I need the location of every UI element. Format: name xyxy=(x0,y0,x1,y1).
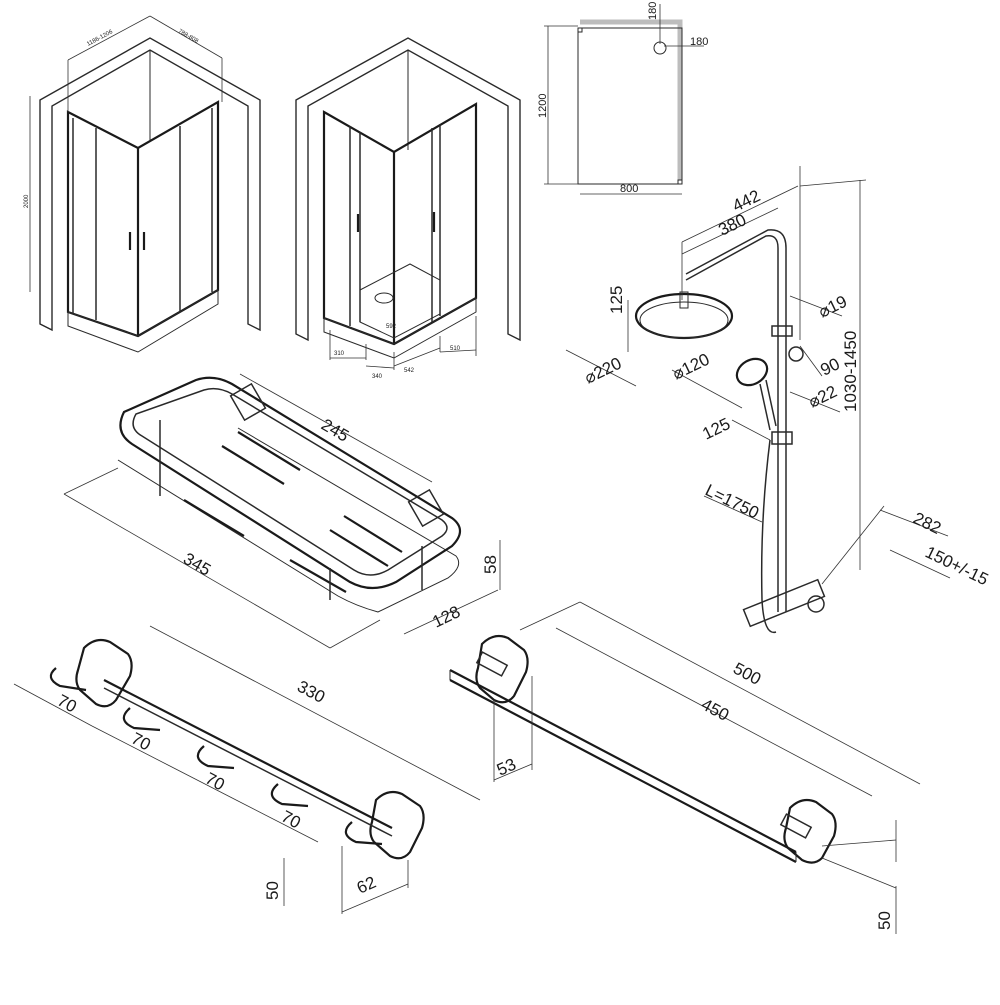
tray-seg-310-label: 310 xyxy=(334,351,345,357)
head-drop-label: 125 xyxy=(607,286,626,314)
plan-depth-label: 1200 xyxy=(537,94,549,118)
shower-enclosure-front-view: 1186-1206 788-808 2000 xyxy=(24,15,261,353)
rail-diameter-label: ⌀19 xyxy=(815,292,850,322)
hook-rail-drawing: 330 70 70 70 70 50 62 xyxy=(13,625,481,914)
arm-length-short-label: 380 xyxy=(715,210,749,240)
hook-pitch-2-label: 70 xyxy=(128,729,154,755)
hook-pitch-3-label: 70 xyxy=(202,769,228,795)
plan-drain-x-label: 180 xyxy=(690,36,708,48)
handset-diameter-label: ⌀120 xyxy=(669,350,712,384)
hose-length-label: L=1750 xyxy=(702,481,762,523)
tray-seg-510-label: 510 xyxy=(450,346,461,352)
slider-spacing-label: 90 xyxy=(817,354,842,379)
enclosure-depth-label: 788-808 xyxy=(177,29,200,46)
towel-bar-projection-label: 53 xyxy=(494,755,519,780)
wall-offset-label: 282 xyxy=(910,509,944,539)
hook-pitch-4-label: 70 xyxy=(278,807,304,833)
shower-plan-view: 1200 800 180 180 xyxy=(537,2,708,195)
enclosure-height-label: 2000 xyxy=(24,194,30,208)
shower-enclosure-interior-view: 592 310 340 542 510 xyxy=(295,37,521,380)
plan-drain-y-label: 180 xyxy=(647,2,659,20)
hook-pitch-1-label: 70 xyxy=(54,691,80,717)
towel-bar-outer-length-label: 500 xyxy=(730,659,764,689)
shower-system-drawing: 442 380 125 ⌀220 ⌀120 ⌀19 90 ⌀22 125 L=1… xyxy=(565,166,991,634)
tray-seg-542-label: 542 xyxy=(404,368,415,374)
plan-width-label: 800 xyxy=(620,183,638,195)
arm-length-long-label: 442 xyxy=(729,186,763,216)
basket-inner-length-label: 245 xyxy=(318,415,352,446)
slider-diameter-label: ⌀22 xyxy=(805,382,840,412)
basket-height-label: 58 xyxy=(481,555,500,574)
head-diameter-label: ⌀220 xyxy=(581,354,624,388)
inlet-spacing-label: 150+/-15 xyxy=(922,543,991,590)
shower-basket-drawing: 245 345 58 128 xyxy=(63,373,501,649)
basket-depth-label: 128 xyxy=(429,602,463,632)
basket-outer-length-label: 345 xyxy=(180,549,214,580)
hook-rail-length-label: 330 xyxy=(294,677,328,707)
handset-offset-label: 125 xyxy=(699,414,733,444)
tray-seg-340-label: 340 xyxy=(372,374,383,380)
towel-bar-height-label: 50 xyxy=(875,911,894,930)
tray-width-label: 592 xyxy=(386,324,397,330)
towel-bar-drawing: 500 450 53 50 xyxy=(449,601,921,934)
towel-bar-inner-length-label: 450 xyxy=(698,695,732,725)
height-range-label: 1030-1450 xyxy=(841,331,860,412)
hook-rail-height-label: 50 xyxy=(263,881,282,900)
hook-rail-depth-label: 62 xyxy=(354,873,379,898)
enclosure-width-label: 1186-1206 xyxy=(86,29,114,48)
